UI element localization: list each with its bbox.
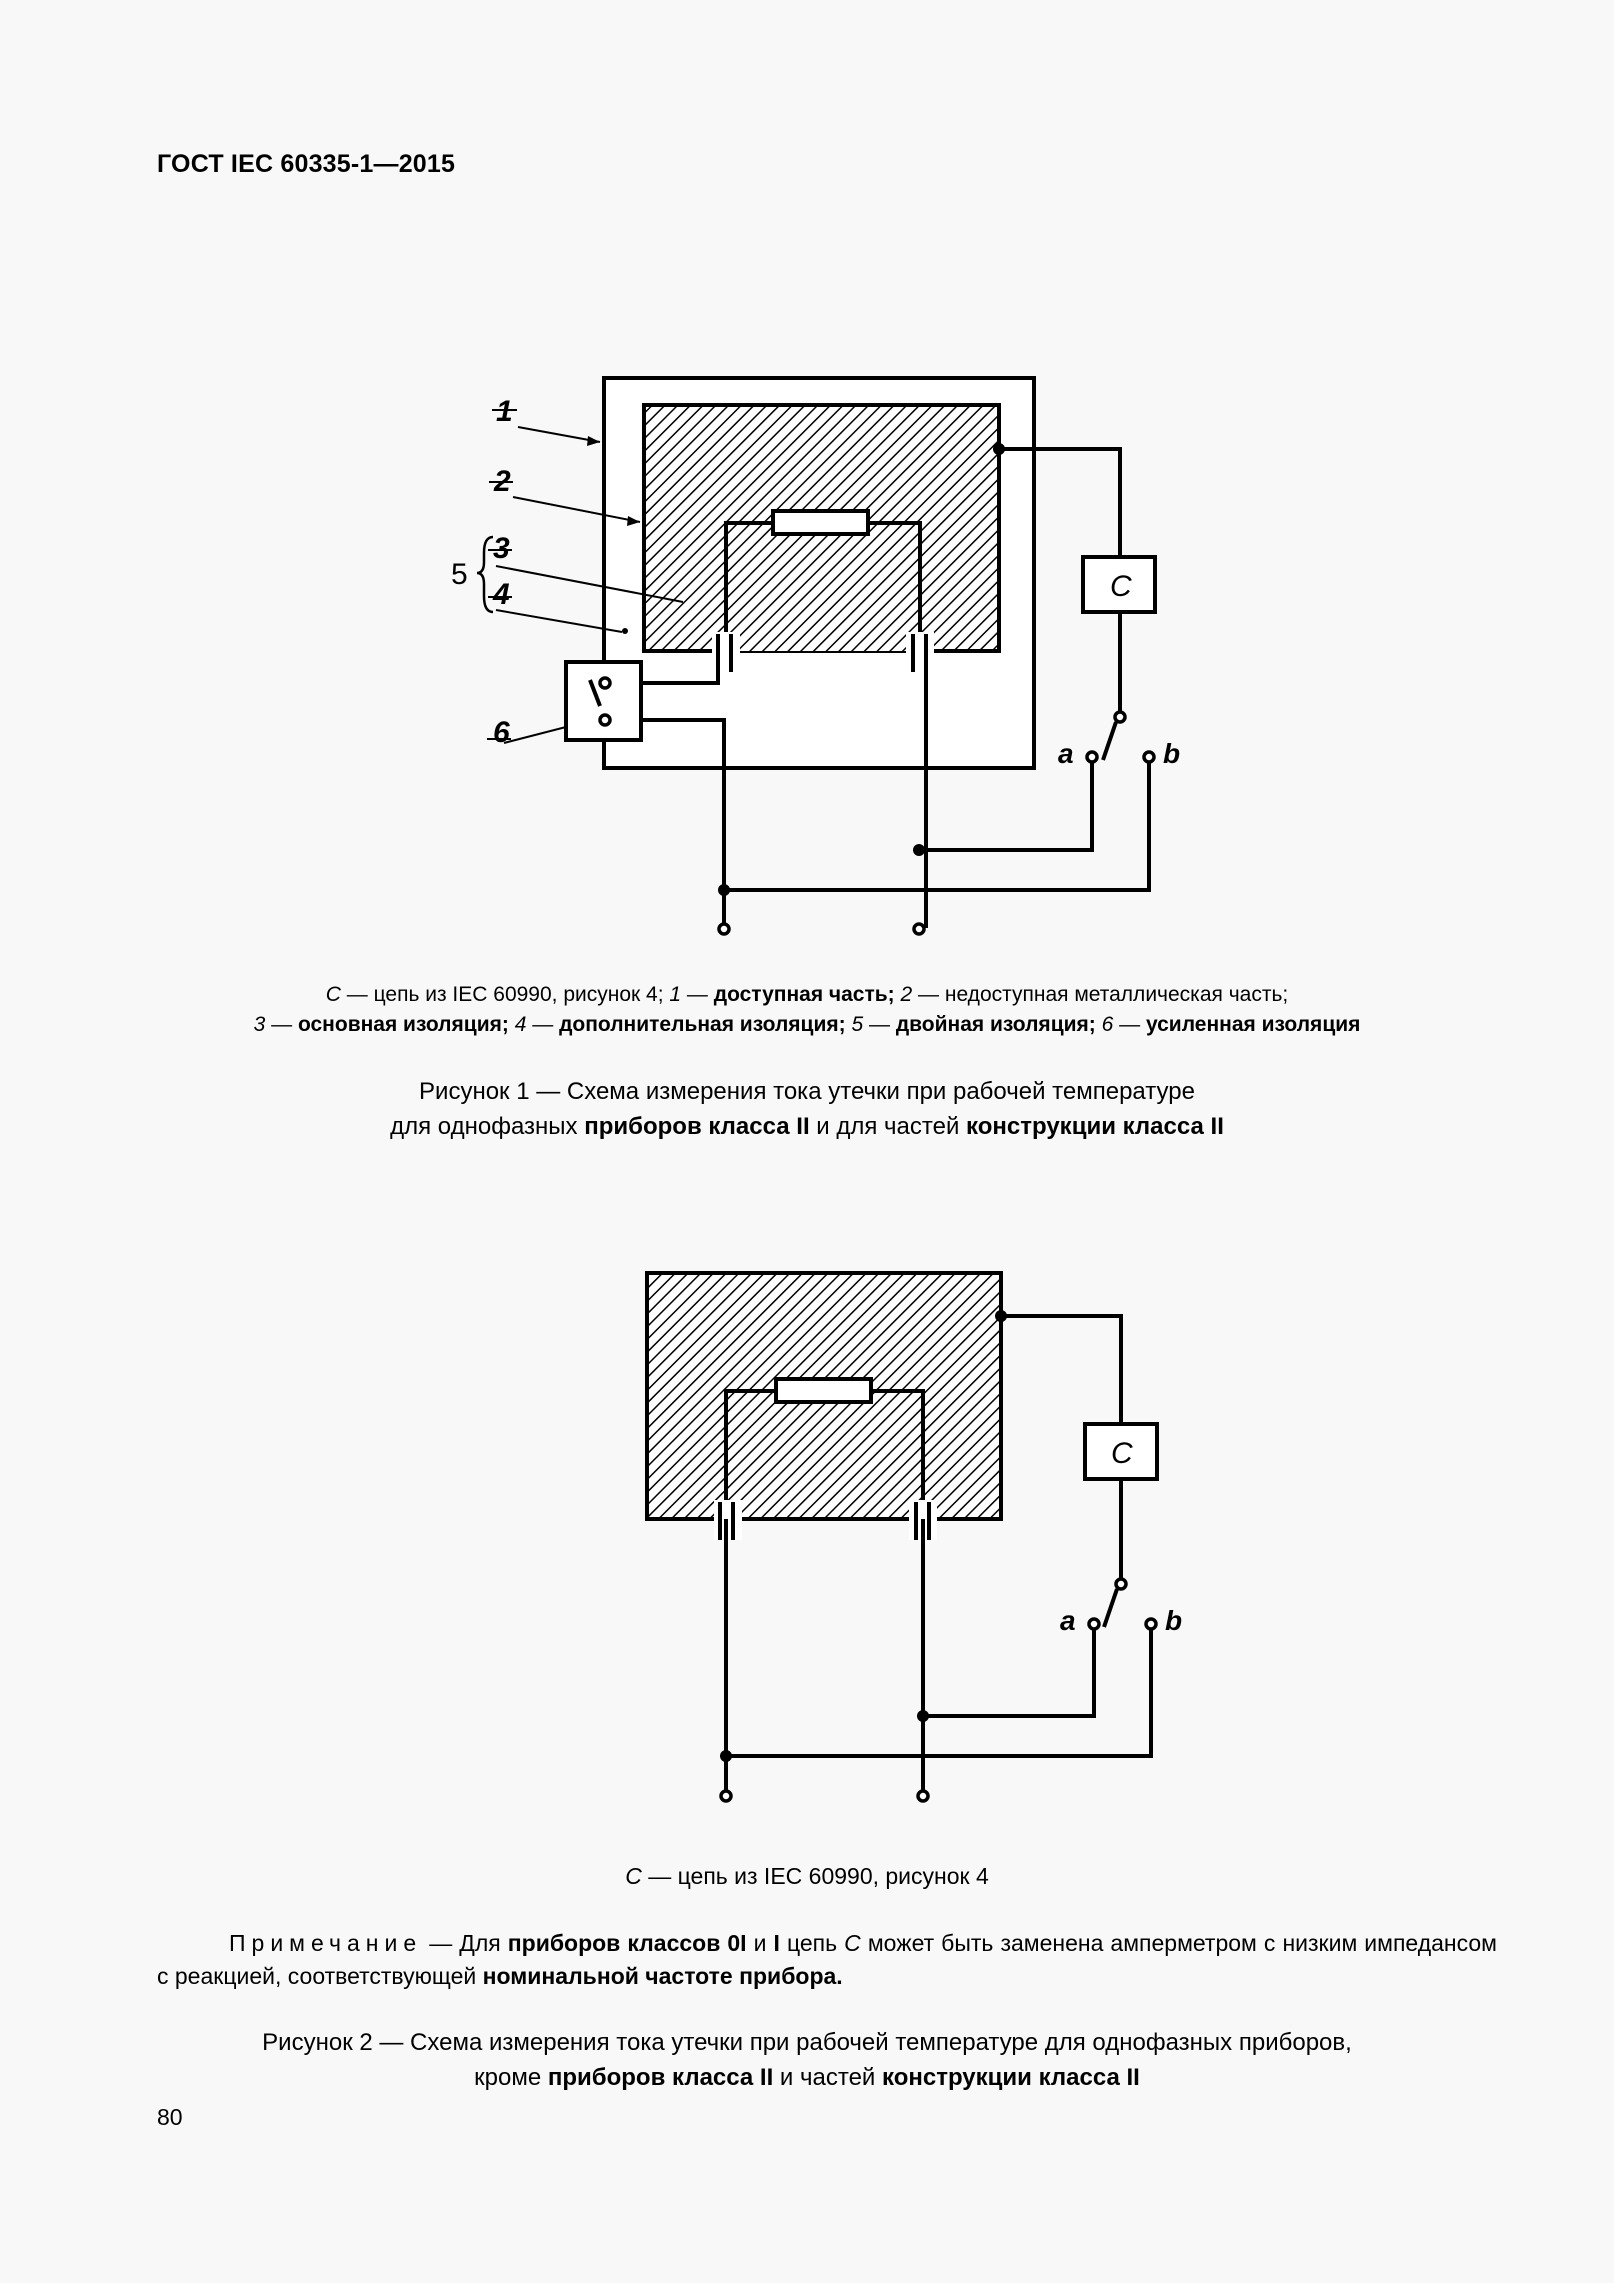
figure-1-legend-line-2: 3 — основная изоляция; 4 — дополнительна… — [253, 1013, 1361, 1036]
label-a: a — [1060, 1605, 1076, 1636]
figure-2-note: Примечание — Для приборов классов 0I и I… — [157, 1930, 1497, 1989]
figure-1-legend-line-1: C — цепь из IEC 60990, рисунок 4; 1 — до… — [325, 983, 1289, 1006]
heating-element — [771, 509, 870, 536]
label-3: 3 — [493, 532, 510, 565]
label-4: 4 — [492, 578, 510, 611]
figure-2-diagram: a b C — [645, 1271, 1182, 1803]
page-number: 80 — [157, 2104, 183, 2130]
label-5: 5 — [451, 558, 468, 591]
figure-2-title: Рисунок 2 — Схема измерения тока утечки … — [262, 2029, 1352, 2091]
label-c: C — [1111, 1437, 1133, 1470]
label-6: 6 — [493, 716, 510, 749]
figure-1-legend: C — цепь из IEC 60990, рисунок 4; 1 — до… — [0, 980, 1614, 1040]
label-1: 1 — [496, 395, 513, 428]
heating-element — [774, 1377, 873, 1404]
measuring-circuit-c — [1081, 555, 1157, 614]
figure-1-diagram: 1 2 3 4 6 a b 5 C — [451, 376, 1180, 936]
label-a: a — [1058, 738, 1074, 769]
figure-1-title: Рисунок 1 — Схема измерения тока утечки … — [390, 1078, 1224, 1140]
label-2: 2 — [493, 465, 511, 498]
figure-2-legend: C — цепь из IEC 60990, рисунок 4 — [625, 1863, 989, 1889]
switch-box — [564, 660, 643, 742]
document-header: ГОСТ IEC 60335-1—2015 — [157, 150, 456, 178]
label-b: b — [1165, 1605, 1182, 1636]
note-label: Примечание — [229, 1930, 423, 1956]
label-b: b — [1163, 738, 1180, 769]
label-c: C — [1110, 570, 1132, 603]
